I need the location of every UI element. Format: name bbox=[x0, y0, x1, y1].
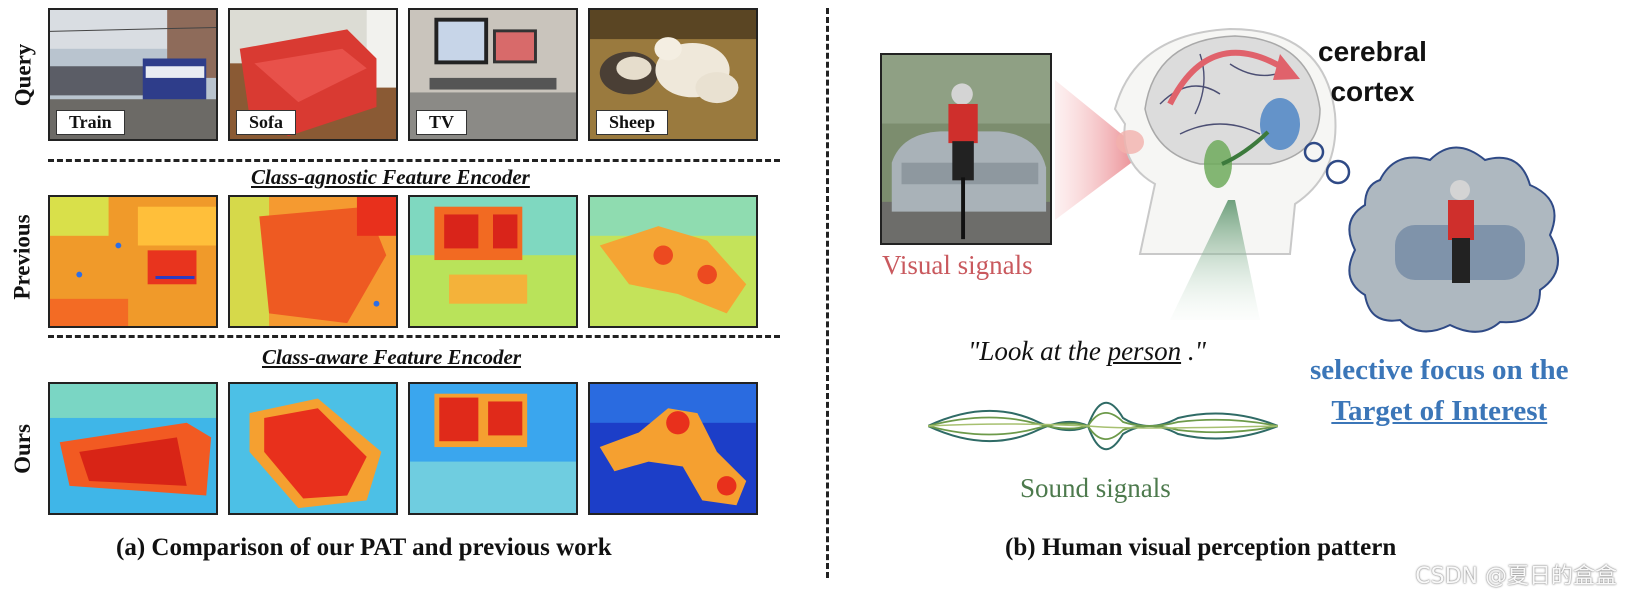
caption-b: (b) Human visual perception pattern bbox=[1005, 534, 1397, 561]
heatmap-ours-sofa bbox=[228, 382, 398, 515]
query-image-tv: TV bbox=[408, 8, 578, 141]
divider-query-previous bbox=[48, 159, 780, 162]
cortex-line-2: cortex bbox=[1330, 76, 1415, 107]
divider-previous-ours bbox=[48, 335, 780, 338]
sound-signals-label: Sound signals bbox=[1020, 473, 1171, 503]
query-label-sheep: Sheep bbox=[596, 110, 669, 135]
caption-a: (a) Comparison of our PAT and previous w… bbox=[116, 534, 612, 561]
cerebral-cortex-label: cerebral cortex bbox=[1318, 32, 1427, 112]
heatmap-ours-tv bbox=[408, 382, 578, 515]
query-image-train: Train bbox=[48, 8, 218, 141]
brain-head-illustration bbox=[1113, 27, 1337, 255]
cortex-line-1: cerebral bbox=[1318, 36, 1427, 67]
query-label-sofa: Sofa bbox=[236, 110, 297, 135]
visual-beam bbox=[1055, 80, 1135, 220]
heatmap-previous-sheep bbox=[588, 195, 758, 328]
quote-after: ." bbox=[1181, 336, 1206, 366]
encoder-title-previous: Class-agnostic Feature Encoder bbox=[251, 165, 530, 189]
instruction-quote: "Look at the person ." bbox=[968, 336, 1206, 367]
query-label-train: Train bbox=[56, 110, 125, 135]
quote-target-word: person bbox=[1107, 336, 1182, 366]
focus-line-2: Target of Interest bbox=[1331, 395, 1548, 427]
quote-before: "Look at the bbox=[968, 336, 1108, 366]
panel-separator bbox=[826, 8, 829, 578]
row-label-ours: Ours bbox=[10, 423, 35, 474]
heatmap-previous-tv bbox=[408, 195, 578, 328]
heatmap-ours-train bbox=[48, 382, 218, 515]
focus-line-1: selective focus on the bbox=[1310, 354, 1569, 386]
encoder-title-ours: Class-aware Feature Encoder bbox=[262, 345, 522, 369]
selective-focus-label: selective focus on the Target of Interes… bbox=[1310, 350, 1569, 432]
cyclist-photo bbox=[880, 53, 1052, 245]
visual-signals-label: Visual signals bbox=[882, 250, 1033, 280]
heatmap-ours-sheep bbox=[588, 382, 758, 515]
row-label-previous: Previous bbox=[10, 213, 35, 300]
row-label-query: Query bbox=[10, 43, 36, 106]
query-image-sheep: Sheep bbox=[588, 8, 758, 141]
sound-wave bbox=[928, 401, 1278, 451]
sound-beam bbox=[1170, 200, 1260, 320]
query-label-tv: TV bbox=[416, 110, 468, 135]
heatmap-previous-sofa bbox=[228, 195, 398, 328]
watermark: CSDN @夏日的盒盒 bbox=[1415, 564, 1617, 589]
heatmap-previous-train bbox=[48, 195, 218, 328]
thought-bubble bbox=[1303, 141, 1559, 333]
query-image-sofa: Sofa bbox=[228, 8, 398, 141]
